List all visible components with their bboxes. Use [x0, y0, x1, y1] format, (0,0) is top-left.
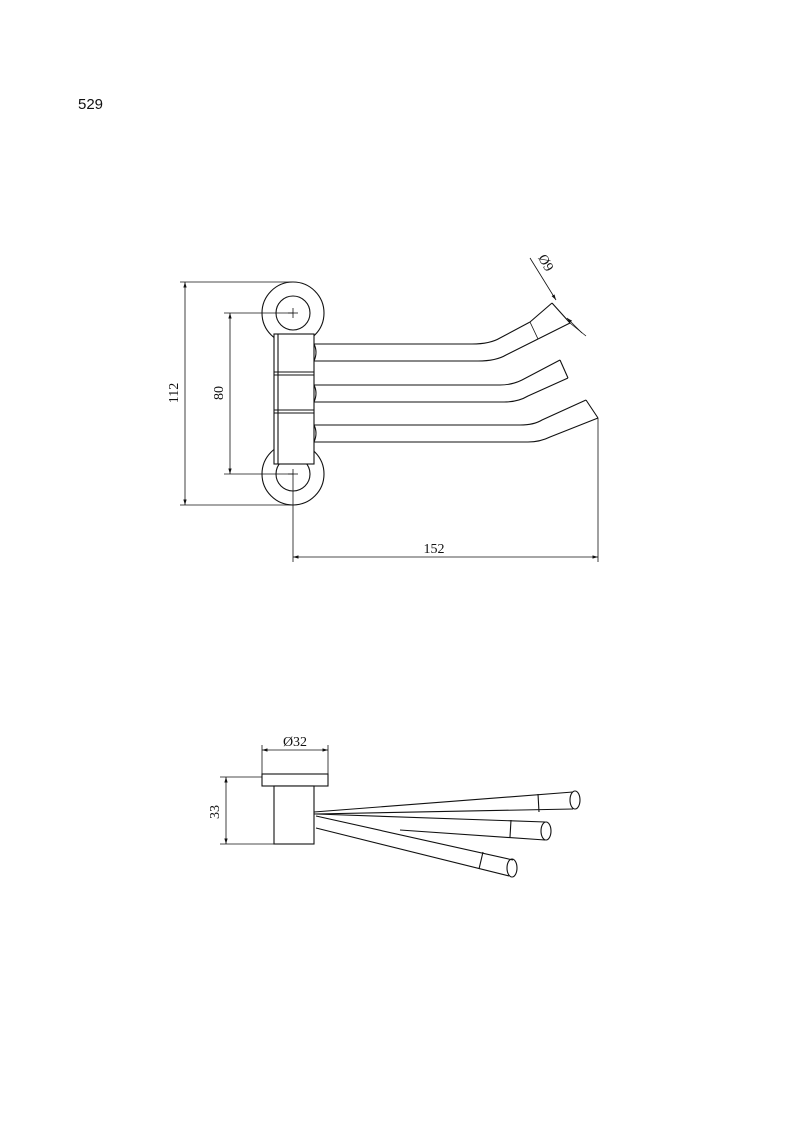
swing-arm-2 [313, 359, 569, 403]
dimension-base-diameter: Ø32 [261, 735, 329, 774]
hinge-body [273, 333, 315, 465]
dimension-arm-length: 152 [292, 418, 599, 562]
dimension-overall-height: 112 [167, 281, 293, 506]
dimension-mount-spacing: 80 [212, 312, 293, 475]
side-arm-1 [313, 790, 581, 815]
dimension-base-height: 33 [208, 776, 274, 845]
base-diameter-label: Ø32 [283, 735, 307, 750]
swing-arm-3 [313, 399, 599, 443]
arm-diameter-label: Ø9 [534, 252, 556, 274]
dimension-arm-diameter: Ø9 [529, 252, 587, 337]
side-arm-2 [315, 813, 552, 841]
side-view: Ø32 33 [208, 735, 581, 878]
overall-height-label: 112 [167, 383, 182, 403]
swing-arm-1 [313, 302, 571, 362]
mount-spacing-label: 80 [212, 386, 227, 400]
page-number: 529 [78, 96, 104, 113]
side-arm-3 [315, 815, 518, 878]
top-view: 112 80 152 Ø9 [167, 252, 599, 562]
arm-length-label: 152 [424, 542, 445, 557]
side-base [261, 773, 329, 845]
base-height-label: 33 [208, 805, 223, 819]
